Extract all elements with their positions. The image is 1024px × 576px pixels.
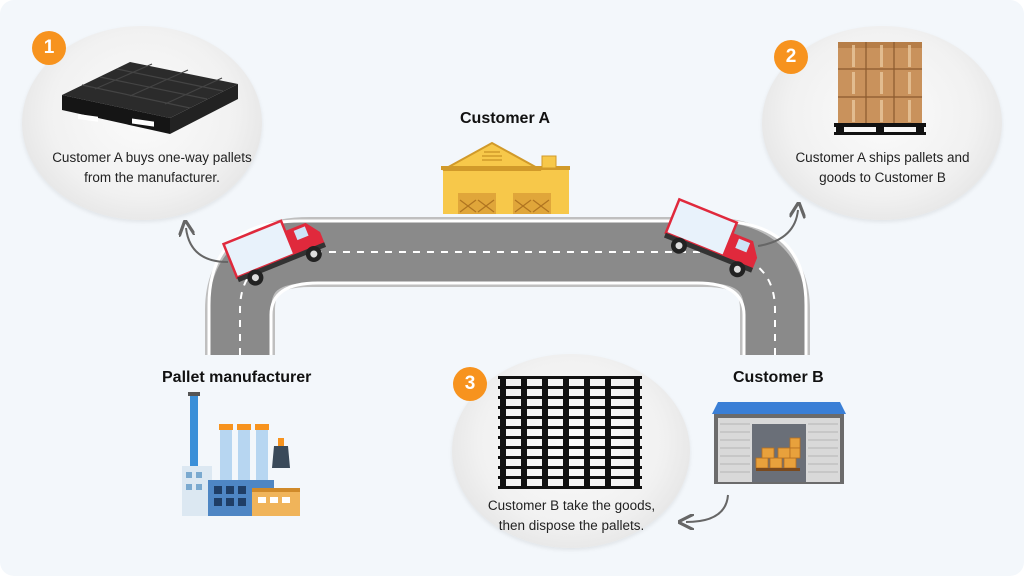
step-1-badge: 1	[32, 31, 66, 65]
step-3-caption: Customer B take the goods, then dispose …	[487, 498, 656, 533]
step-3-badge: 3	[453, 367, 487, 401]
customer-b-label: Customer B	[733, 369, 824, 386]
customer-a-label: Customer A	[460, 110, 551, 127]
step-2-caption: Customer A ships pallets and goods to Cu…	[795, 150, 970, 185]
step-2-badge: 2	[774, 40, 808, 74]
arrow-to-step-1	[186, 228, 229, 263]
arrow-to-step-3	[686, 494, 729, 522]
step-1-caption: Customer A buys one-way pallets from the…	[52, 150, 252, 185]
manufacturer-label: Pallet manufacturer	[162, 369, 312, 386]
arrow-to-step-2	[757, 210, 798, 247]
